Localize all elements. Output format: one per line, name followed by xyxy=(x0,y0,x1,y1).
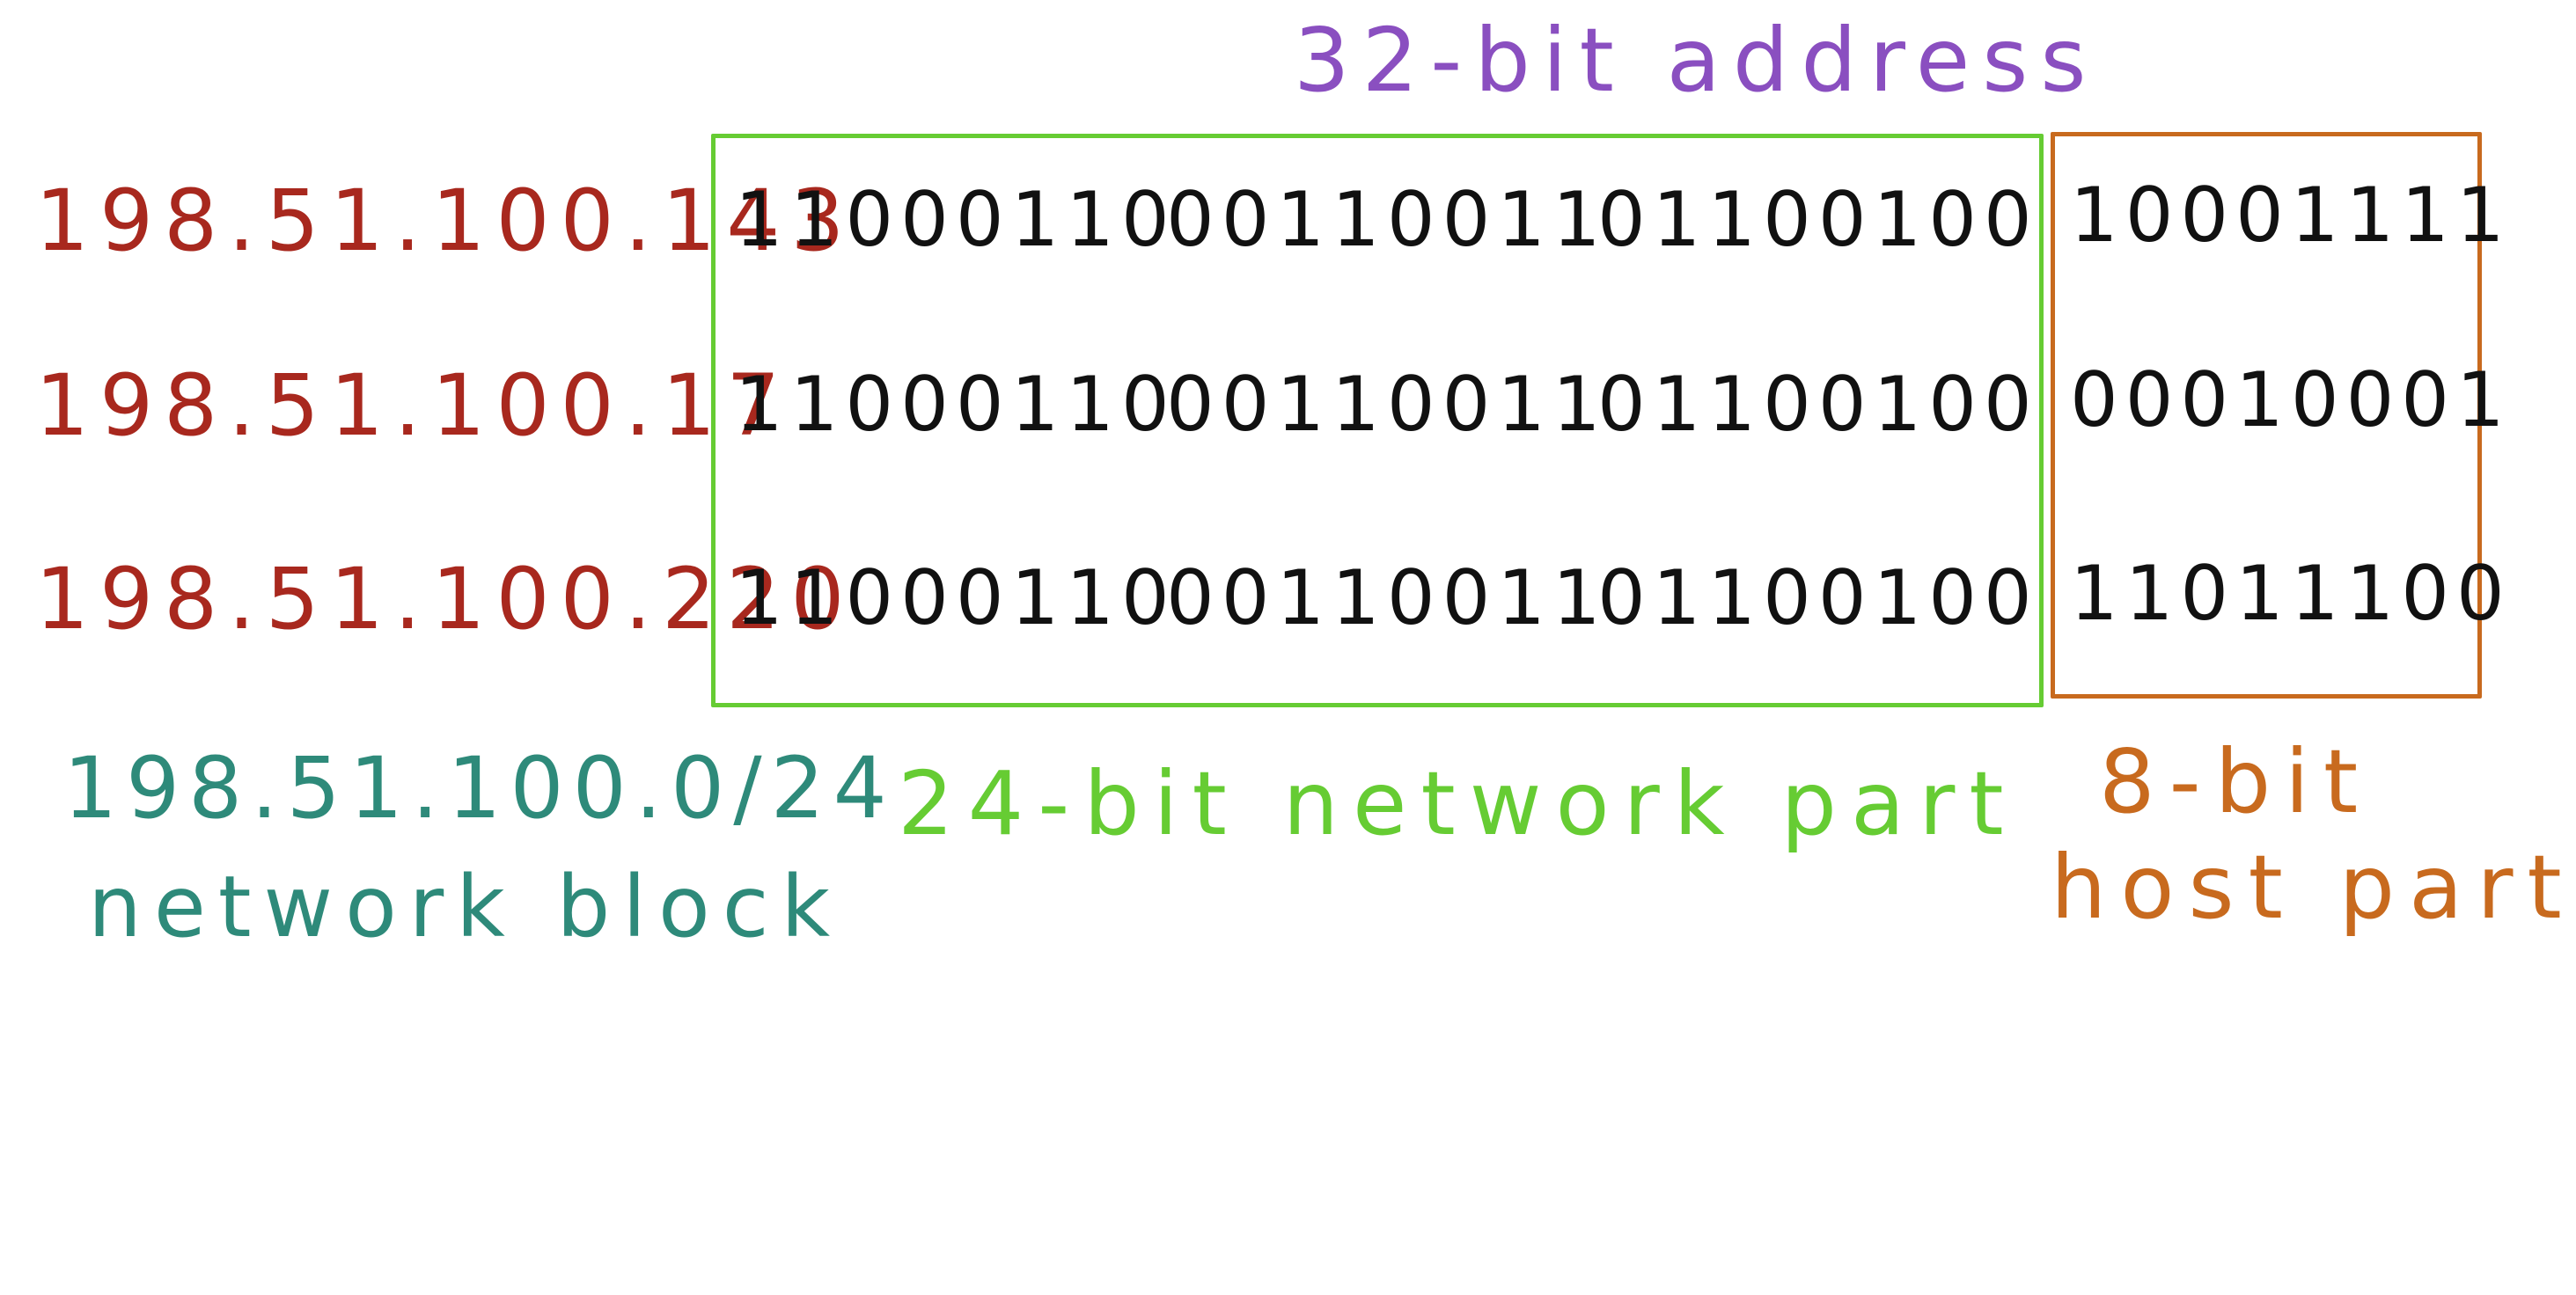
network-block-cidr: 198.51.100.0/24 xyxy=(63,739,896,838)
host-bits-row-3: 11011100 xyxy=(2070,550,2512,638)
network-part-label: 24-bit network part xyxy=(898,752,2018,855)
dotted-address-3: 198.51.100.220 xyxy=(35,550,855,648)
octet-1: 11000110 xyxy=(735,554,1177,642)
host-part-label-line-2: host part xyxy=(2051,836,2576,939)
octet-2: 00110011 xyxy=(1166,176,1608,264)
host-bits-row-2: 00010001 xyxy=(2070,356,2512,444)
host-bits-row-1: 10001111 xyxy=(2070,172,2512,260)
diagram-title: 32-bit address xyxy=(1294,9,2099,112)
network-bits-row-3: 110001100011001101100100 xyxy=(735,554,2039,642)
network-bits-row-2: 110001100011001101100100 xyxy=(735,361,2039,449)
octet-2: 00110011 xyxy=(1166,554,1608,642)
subnet-diagram: 32-bit address 198.51.100.143 198.51.100… xyxy=(35,9,2562,956)
octet-1: 11000110 xyxy=(735,176,1177,264)
host-part-box xyxy=(2051,132,2482,699)
host-part-label-line-1: 8-bit xyxy=(2099,730,2373,833)
octet-3: 01100100 xyxy=(1597,361,2039,449)
dotted-address-1: 198.51.100.143 xyxy=(35,172,855,270)
octet-3: 01100100 xyxy=(1597,554,2039,642)
octet-2: 00110011 xyxy=(1166,361,1608,449)
dotted-address-2: 198.51.100.17 xyxy=(35,356,791,455)
octet-1: 11000110 xyxy=(735,361,1177,449)
network-block-label: network block xyxy=(88,858,843,956)
octet-3: 01100100 xyxy=(1597,176,2039,264)
network-bits-row-1: 110001100011001101100100 xyxy=(735,176,2039,264)
network-part-box xyxy=(711,134,2044,707)
